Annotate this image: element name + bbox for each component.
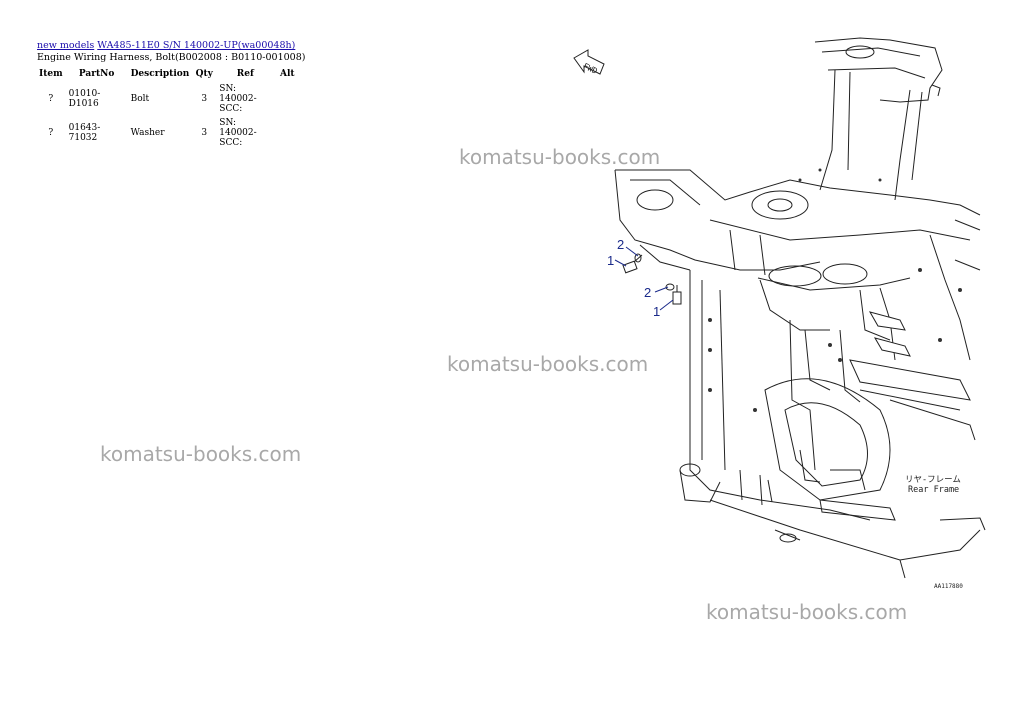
washer-icon	[634, 253, 642, 263]
bolt-icon	[622, 254, 643, 274]
page-header: new models WA485-11E0 S/N 140002-UP(wa00…	[37, 40, 305, 64]
parts-diagram: 2 1 2 1 FWD リヤ-フレーム Rear Frame AA117880	[573, 37, 986, 590]
cell-qty: 3	[201, 128, 208, 138]
column-header-qty: Qty	[195, 69, 213, 79]
cell-item: ?	[48, 128, 54, 138]
drawing-code: AA117880	[934, 583, 963, 590]
fwd-arrow-icon	[573, 49, 605, 75]
table-row: ? 01010-D1016 Bolt 3 SN: 140002-SCC:	[36, 82, 300, 116]
parts-table: Item PartNo Description Qty Ref Alt ? 01…	[36, 66, 300, 150]
cell-item: ?	[48, 94, 54, 104]
watermark-text: komatsu-books.com	[706, 600, 908, 624]
cell-partno: 01010-D1016	[68, 89, 101, 109]
cell-description: Washer	[130, 128, 165, 138]
column-header-ref: Ref	[236, 69, 254, 79]
callout-number: 2	[617, 237, 624, 252]
callout-number: 2	[644, 285, 651, 300]
washer-icon	[665, 283, 675, 291]
table-row: ? 01643-71032 Washer 3 SN: 140002-SCC:	[36, 116, 300, 150]
cell-alt	[274, 82, 300, 116]
cell-qty: 3	[201, 94, 208, 104]
cell-description: Bolt	[130, 94, 150, 104]
watermark-text: komatsu-books.com	[447, 352, 649, 376]
column-header-partno: PartNo	[78, 69, 115, 79]
breadcrumb-link-models[interactable]: new models	[37, 40, 95, 51]
column-header-alt: Alt	[280, 69, 295, 79]
callout-number: 1	[607, 253, 614, 268]
watermark-text: komatsu-books.com	[459, 145, 661, 169]
cell-alt	[274, 116, 300, 150]
cell-ref: SN: 140002-SCC:	[219, 84, 257, 114]
callout-number: 1	[653, 304, 660, 319]
frame-label-jp: リヤ-フレーム	[905, 475, 961, 485]
bolt-icon	[672, 285, 682, 305]
column-header-description: Description	[130, 69, 190, 79]
page-title: Engine Wiring Harness, Bolt(B002008 : B0…	[37, 52, 306, 63]
breadcrumb-link-model[interactable]: WA485-11E0 S/N 140002-UP(wa00048h)	[97, 40, 296, 51]
table-header-row: Item PartNo Description Qty Ref Alt	[36, 66, 300, 82]
breadcrumb: new models WA485-11E0 S/N 140002-UP(wa00…	[37, 40, 305, 52]
watermark-text: komatsu-books.com	[100, 442, 302, 466]
column-header-item: Item	[39, 69, 63, 79]
cell-partno: 01643-71032	[68, 123, 101, 143]
cell-ref: SN: 140002-SCC:	[219, 118, 257, 148]
frame-label-en: Rear Frame	[908, 485, 959, 495]
